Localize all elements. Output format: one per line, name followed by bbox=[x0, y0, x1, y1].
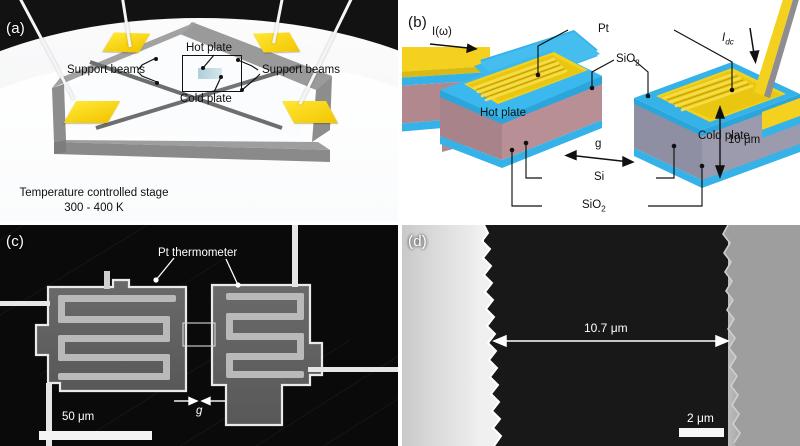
panel-a-support-beams-left-label: Support beams bbox=[67, 64, 145, 76]
sio2-bottom-sub: 2 bbox=[601, 204, 606, 214]
gap-void-region bbox=[484, 225, 728, 446]
dc-current-symbol: I bbox=[722, 32, 726, 44]
panel-c-pt-thermometer-label: Pt thermometer bbox=[158, 247, 238, 259]
panel-a-hot-plate-label: Hot plate bbox=[186, 42, 233, 54]
stage-caption-line1: Temperature controlled stage bbox=[19, 187, 169, 199]
device-micro-graphic bbox=[198, 68, 222, 79]
panel-d-sem-graphic bbox=[476, 225, 800, 446]
panel-d: 10.7 μm 2 μm (d) bbox=[402, 225, 800, 446]
leader-dot-beam-r2 bbox=[240, 88, 244, 92]
panel-a-caption: Temperature controlled stage 300 - 400 K bbox=[10, 186, 178, 216]
leader-dot-hot bbox=[201, 66, 205, 70]
suspended-frame-graphic bbox=[52, 22, 332, 162]
panel-d-gap-measurement-label: 10.7 μm bbox=[584, 321, 628, 335]
dc-current-subscript: dc bbox=[725, 37, 734, 47]
panel-b: I(ω) Idc Pt SiO2 Si SiO2 Hot plate Cold … bbox=[402, 0, 800, 221]
panel-b-label: (b) bbox=[408, 14, 427, 31]
panel-b-cold-plate-label: Cold plate bbox=[698, 130, 750, 142]
panel-b-si-label: Si bbox=[594, 171, 605, 183]
panel-b-dc-current-label: Idc bbox=[722, 32, 734, 46]
sio2-bottom-main: SiO bbox=[582, 199, 602, 211]
panel-b-schematic bbox=[402, 0, 800, 207]
sio2-top-sub: 2 bbox=[635, 58, 640, 68]
panel-d-scale-bar-label: 2 μm bbox=[687, 411, 714, 425]
panel-a-support-beams-right-label: Support beams bbox=[262, 64, 340, 76]
panel-c: Pt thermometer g 50 μm (c) bbox=[0, 225, 398, 446]
panel-d-label: (d) bbox=[408, 233, 427, 250]
panel-c-scale-bar-label: 50 μm bbox=[62, 411, 95, 423]
panel-a-cold-plate-label: Cold plate bbox=[180, 93, 232, 105]
panel-b-sio2-top-label: SiO2 bbox=[616, 53, 640, 67]
panel-c-label: (c) bbox=[6, 233, 25, 250]
left-plate-edge bbox=[402, 225, 484, 446]
panel-b-gap-symbol: g bbox=[595, 138, 602, 150]
stage-caption-line2: 300 - 400 K bbox=[64, 202, 124, 214]
panel-b-ac-current-label: I(ω) bbox=[432, 26, 452, 38]
panel-a-label: (a) bbox=[6, 20, 25, 37]
sio2-top-main: SiO bbox=[616, 53, 636, 65]
panel-a: Hot plate Cold plate Support beams Suppo… bbox=[0, 0, 398, 221]
panel-c-sem-graphic bbox=[0, 225, 398, 446]
leader-dot-beam-l2 bbox=[155, 81, 159, 85]
panel-b-hot-plate-label: Hot plate bbox=[480, 107, 527, 119]
leader-dot-beam-r1 bbox=[236, 58, 240, 62]
leader-dot-cold bbox=[219, 75, 223, 79]
panel-c-gap-symbol: g bbox=[196, 405, 203, 417]
panel-b-sio2-bottom-label: SiO2 bbox=[582, 199, 606, 213]
leader-dot-beam-l1 bbox=[154, 57, 158, 61]
panel-b-thickness-label: 10 μm bbox=[728, 134, 761, 146]
panel-b-pt-label: Pt bbox=[598, 23, 609, 35]
